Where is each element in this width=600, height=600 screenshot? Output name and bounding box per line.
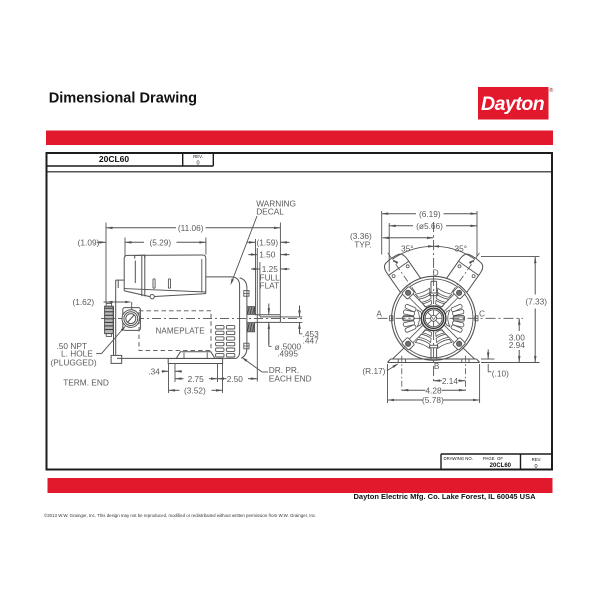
svg-text:0: 0: [534, 464, 537, 470]
svg-text:.447: .447: [303, 336, 320, 346]
svg-text:(6.19): (6.19): [419, 209, 441, 219]
svg-text:D: D: [433, 268, 439, 278]
svg-text:.34: .34: [148, 367, 160, 377]
svg-text:EACH END: EACH END: [269, 373, 312, 383]
svg-text:Dimensional Drawing: Dimensional Drawing: [49, 90, 197, 106]
svg-text:DECAL: DECAL: [256, 206, 284, 216]
svg-text:2.50: 2.50: [227, 374, 244, 384]
svg-text:.453: .453: [303, 329, 320, 339]
svg-text:TYP.: TYP.: [354, 240, 371, 250]
svg-text:0: 0: [196, 161, 199, 167]
svg-text:Dayton Electric Mfg. Co. Lake: Dayton Electric Mfg. Co. Lake Forest, IL…: [354, 492, 537, 501]
svg-text:(.10): (.10): [492, 368, 509, 378]
svg-text:DR. PR.: DR. PR.: [269, 365, 299, 375]
svg-text:35°: 35°: [401, 243, 414, 253]
svg-text:DRAWING NO.: DRAWING NO.: [444, 456, 473, 461]
svg-text:REV.: REV.: [532, 457, 542, 462]
svg-text:(R.17): (R.17): [362, 366, 385, 376]
svg-text:(11.06): (11.06): [178, 223, 204, 233]
svg-text:(PLUGGED): (PLUGGED): [51, 357, 97, 367]
svg-text:4.28: 4.28: [425, 385, 442, 395]
svg-text:WARNING: WARNING: [256, 198, 296, 208]
svg-text:ø: ø: [275, 342, 280, 352]
svg-text:TERM. END: TERM. END: [63, 378, 109, 388]
svg-text:B: B: [434, 361, 440, 371]
svg-text:20CL60: 20CL60: [490, 463, 512, 469]
svg-text:Dayton: Dayton: [481, 93, 545, 115]
svg-text:2.75: 2.75: [188, 374, 205, 384]
svg-text:OF: OF: [497, 456, 503, 461]
svg-text:20CL60: 20CL60: [99, 154, 130, 164]
svg-text:.4995: .4995: [277, 348, 298, 358]
svg-text:A: A: [376, 309, 382, 319]
svg-text:3.00: 3.00: [509, 333, 526, 343]
svg-text:FLAT: FLAT: [260, 280, 280, 290]
svg-text:1.50: 1.50: [259, 250, 276, 260]
svg-text:(5.29): (5.29): [149, 237, 171, 247]
svg-text:(1.62): (1.62): [72, 297, 94, 307]
svg-text:(5.78): (5.78): [422, 395, 444, 405]
svg-text:(3.36): (3.36): [350, 231, 372, 241]
svg-text:.50 NPT: .50 NPT: [57, 341, 87, 351]
svg-text:NAMEPLATE: NAMEPLATE: [156, 326, 205, 335]
svg-text:(7.33): (7.33): [525, 296, 547, 306]
svg-text:PAGE: PAGE: [483, 456, 495, 461]
svg-text:2.94: 2.94: [509, 340, 526, 350]
svg-text:.5000: .5000: [280, 342, 301, 352]
svg-text:(1.59): (1.59): [256, 237, 278, 247]
svg-text:REV.: REV.: [193, 154, 203, 159]
svg-text:35°: 35°: [455, 244, 468, 254]
svg-text:2.14: 2.14: [442, 376, 459, 386]
svg-text:FULL: FULL: [260, 272, 281, 282]
svg-text:1.25: 1.25: [262, 264, 279, 274]
svg-text:©2013 W.W. Grainger, Inc. T: ©2013 W.W. Grainger, Inc. This design ma…: [44, 513, 316, 518]
svg-text:(1.09): (1.09): [78, 237, 100, 247]
svg-text:C: C: [479, 309, 485, 319]
svg-text:(ø5.66): (ø5.66): [416, 221, 443, 231]
svg-text:®: ®: [549, 87, 553, 94]
svg-text:L. HOLE: L. HOLE: [61, 349, 93, 359]
svg-text:(3.52): (3.52): [184, 386, 206, 396]
